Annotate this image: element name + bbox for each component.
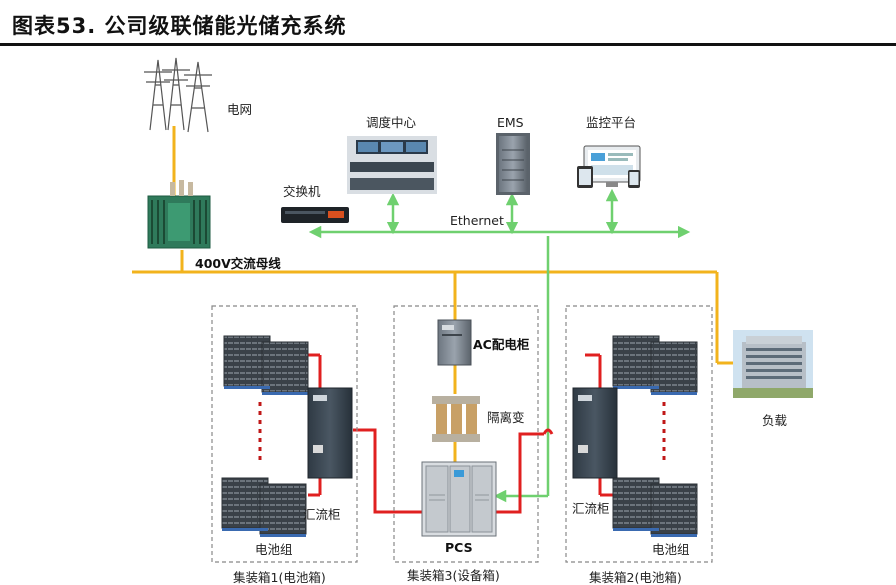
battery-rack-left-bottom-icon — [221, 477, 307, 537]
dispatch-center-icon — [347, 136, 437, 194]
ac-distribution-cabinet-icon — [437, 319, 472, 366]
battery-rack-left-top-icon — [223, 335, 309, 395]
ems-server-icon — [496, 133, 530, 195]
grid-label: 电网 — [227, 102, 252, 117]
combiner-cabinet-right-icon — [572, 387, 618, 479]
ethernet-label: Ethernet — [450, 213, 504, 228]
container-2-box — [565, 305, 713, 563]
pcs-cabinet-icon — [421, 461, 497, 537]
ethernet-lines — [308, 188, 691, 503]
dispatch-center-label: 调度中心 — [366, 115, 417, 130]
ac-cabinet-label: AC配电柜 — [473, 337, 530, 352]
ac-bus-label: 400V交流母线 — [195, 256, 281, 271]
isolation-transformer-icon — [432, 396, 480, 442]
battery-group-right-label: 电池组 — [652, 542, 690, 557]
monitoring-platform-label: 监控平台 — [586, 115, 636, 130]
container-1-label: 集装箱1(电池箱) — [233, 570, 326, 585]
battery-continuation-dots — [258, 402, 666, 462]
power-grid-towers-icon — [144, 57, 212, 133]
battery-rack-right-top-icon — [612, 335, 698, 395]
load-building-icon — [733, 330, 813, 398]
monitoring-platform-icon — [577, 145, 641, 188]
ems-label: EMS — [497, 115, 524, 130]
combiner-cabinet-left-icon — [307, 387, 353, 479]
container-1-box — [211, 305, 358, 563]
title-rule — [0, 43, 896, 46]
pcs-label: PCS — [445, 540, 473, 555]
load-label: 负载 — [762, 413, 788, 428]
container-3-label: 集装箱3(设备箱) — [407, 568, 500, 583]
dc-lines — [308, 353, 613, 514]
transformer-icon — [147, 180, 211, 249]
combiner-left-label: 汇流柜 — [303, 507, 341, 522]
switch-label: 交换机 — [283, 184, 321, 199]
figure-title: 图表53. 公司级联储能光储充系统 — [12, 14, 347, 38]
battery-group-left-label: 电池组 — [255, 542, 293, 557]
isolation-transformer-label: 隔离变 — [487, 410, 525, 425]
ac-lines — [132, 126, 733, 462]
container-3-box — [393, 305, 539, 563]
battery-rack-right-bottom-icon — [612, 477, 698, 537]
network-switch-icon — [281, 207, 349, 223]
combiner-right-label: 汇流柜 — [572, 501, 610, 516]
container-2-label: 集装箱2(电池箱) — [589, 570, 682, 585]
